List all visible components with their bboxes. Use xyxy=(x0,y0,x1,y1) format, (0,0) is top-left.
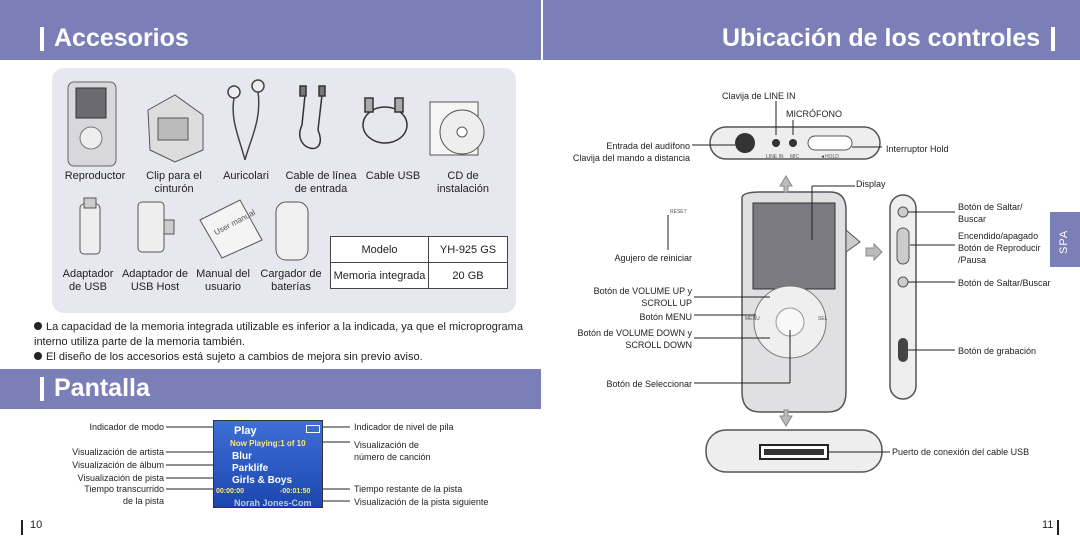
pantalla-title-bar xyxy=(40,377,44,401)
language-tab: SPA xyxy=(1050,212,1080,267)
note-design: El diseño de los accesorios está sujeto … xyxy=(34,350,524,365)
note-memory-text: La capacidad de la memoria integrada uti… xyxy=(34,321,523,348)
lcd-track: Girls & Boys xyxy=(232,475,293,486)
label-display: Display xyxy=(856,179,886,189)
label-skip-search: Botón de Saltar/Buscar xyxy=(958,278,1051,288)
note-design-text: El diseño de los accesorios está sujeto … xyxy=(46,351,423,363)
label-select: Botón de Seleccionar xyxy=(606,379,692,389)
cd-image xyxy=(429,101,485,156)
lcd-now-playing: Now Playing:1 of 10 xyxy=(230,439,306,448)
label-hold: Interruptor Hold xyxy=(886,144,949,154)
belt-clip-image xyxy=(147,94,204,163)
label-usb-port: Puerto de conexión del cable USB xyxy=(892,447,1030,457)
leader-lines xyxy=(667,101,955,453)
line-in-cable-image xyxy=(299,85,326,150)
spec-table: Modelo YH-925 GS Memoria integrada 20 GB xyxy=(330,236,508,289)
right-banner xyxy=(541,0,1080,60)
view-arrows xyxy=(779,175,883,427)
device-mic-text: MIC xyxy=(790,154,800,160)
usb-adapter-image xyxy=(79,197,101,255)
usb-cable-image xyxy=(362,97,408,144)
label-cable-usb: Cable USB xyxy=(365,170,421,182)
lcd-elapsed: 00:00:00 xyxy=(216,488,245,495)
device-side-view xyxy=(889,194,917,400)
label-reproductor: Reproductor xyxy=(64,170,126,182)
bullet-icon xyxy=(34,352,42,360)
table-row: Memoria integrada 20 GB xyxy=(330,262,508,289)
label-elapsed: Tiempo transcurrido de la pista xyxy=(84,484,164,506)
lcd-next: Norah Jones-Com xyxy=(234,498,312,508)
label-record: Botón de grabación xyxy=(958,346,1037,356)
device-hold-text: ◄HOLD xyxy=(820,154,839,160)
lcd-mode: Play xyxy=(234,425,257,437)
lcd-remaining: -00:01:50 xyxy=(280,488,311,495)
note-memory: La capacidad de la memoria integrada uti… xyxy=(34,320,524,350)
lcd-screen: Play Now Playing:1 of 10 Blur Parklife G… xyxy=(213,420,323,508)
label-line-in: Clavija de LINE IN xyxy=(722,91,796,101)
label-volume-down: Botón de VOLUME DOWN y SCROLL DOWN xyxy=(577,328,692,350)
label-battery: Indicador de nivel de pila xyxy=(354,422,454,432)
device-front-view xyxy=(741,191,861,413)
manual-image xyxy=(199,199,263,259)
label-song-number: Visualización de número de canción xyxy=(354,440,431,462)
table-cell: Memoria integrada xyxy=(330,262,429,289)
device-top-view xyxy=(709,126,881,160)
language-tab-label: SPA xyxy=(1058,229,1070,254)
device-line-in-text: LINE IN xyxy=(766,154,784,160)
label-clip: Clip para el cinturón xyxy=(146,170,202,195)
page-marks xyxy=(21,520,1059,535)
page-number-left: 10 xyxy=(30,519,43,531)
label-power-play: Encendido/apagado Botón de Reproducir /P… xyxy=(958,231,1041,265)
right-header-title: Ubicación de los controles xyxy=(722,24,1041,52)
table-row: Modelo YH-925 GS xyxy=(330,236,508,263)
table-cell: YH-925 GS xyxy=(428,236,508,263)
left-header-title: Accesorios xyxy=(54,24,189,52)
label-skip-search-top: Botón de Saltar/ Buscar xyxy=(958,202,1023,224)
device-sel-text: SEL xyxy=(818,316,828,322)
label-microfono: MICRÓFONO xyxy=(786,109,842,119)
label-auricolari: Auricolari xyxy=(223,170,269,182)
label-adaptador-host: Adaptador de USB Host xyxy=(121,268,189,293)
battery-icon xyxy=(306,425,320,433)
label-remaining: Tiempo restante de la pista xyxy=(354,484,463,494)
lcd-artist: Blur xyxy=(232,451,252,462)
device-menu-text: MENU xyxy=(745,316,760,322)
device-reset-text: RESET xyxy=(670,209,687,215)
label-manual: Manual del usuario xyxy=(196,268,250,293)
label-audifono: Entrada del audífono Clavija del mando a… xyxy=(572,141,690,163)
label-album: Visualización de álbum xyxy=(72,460,164,470)
label-menu: Botón MENU xyxy=(639,312,692,322)
usb-host-adapter-image xyxy=(137,201,175,253)
label-reset: Agujero de reiniciar xyxy=(614,253,692,263)
bullet-icon xyxy=(34,322,42,330)
label-artist: Visualización de artista xyxy=(72,447,164,457)
left-banner xyxy=(0,0,541,60)
page-number-right: 11 xyxy=(1042,519,1054,531)
right-title-bar xyxy=(1051,27,1055,51)
screen-leader-lines xyxy=(166,426,350,502)
lcd-album: Parklife xyxy=(232,463,269,474)
label-adaptador-usb: Adaptador de USB xyxy=(62,268,114,293)
label-cd: CD de instalación xyxy=(437,170,489,195)
earphones-image xyxy=(227,79,265,161)
pantalla-title: Pantalla xyxy=(54,374,150,402)
label-mode-indicator: Indicador de modo xyxy=(89,422,164,432)
device-bottom-view xyxy=(705,429,883,473)
label-cargador: Cargador de baterías xyxy=(260,268,322,293)
label-next-track: Visualización de la pista siguiente xyxy=(354,497,489,507)
table-cell: 20 GB xyxy=(428,262,508,289)
table-cell: Modelo xyxy=(330,236,429,263)
label-track: Visualización de pista xyxy=(77,473,164,483)
label-volume-up: Botón de VOLUME UP y SCROLL UP xyxy=(593,286,692,308)
player-image xyxy=(67,81,117,167)
left-title-bar xyxy=(40,27,44,51)
pantalla-banner xyxy=(0,369,541,409)
label-cable-linea: Cable de línea de entrada xyxy=(285,170,357,195)
charger-image xyxy=(275,201,309,261)
